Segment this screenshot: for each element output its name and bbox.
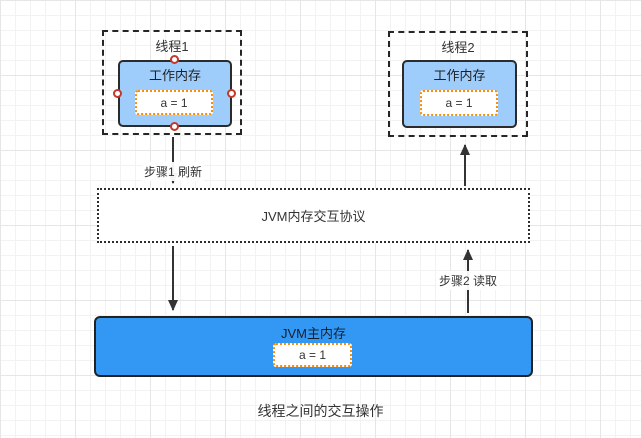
selection-handle-bottom[interactable]: [170, 122, 179, 131]
selection-handle-right[interactable]: [227, 89, 236, 98]
thread2-variable-box[interactable]: a = 1: [420, 90, 498, 116]
thread1-variable-value: a = 1: [160, 95, 188, 110]
diagram-caption: 线程之间的交互操作: [257, 403, 384, 419]
selection-handle-top[interactable]: [170, 55, 179, 64]
step2-arrow-label: 步骤2 读取: [437, 271, 500, 290]
jvm-main-memory-label: JVM主内存: [280, 326, 346, 341]
thread2-working-memory-label: 工作内存: [433, 68, 486, 83]
step1-arrow-label: 步骤1 刷新: [142, 162, 205, 181]
main-memory-variable-value: a = 1: [298, 348, 327, 362]
thread1-working-memory-label: 工作内存: [148, 68, 201, 83]
thread2-label: 线程2: [441, 40, 475, 55]
jvm-protocol-label: JVM内存交互协议: [261, 209, 366, 224]
selection-handle-left[interactable]: [113, 89, 122, 98]
thread2-group[interactable]: 线程2: [388, 31, 528, 137]
thread1-variable-box[interactable]: a = 1: [135, 90, 213, 115]
thread1-label: 线程1: [155, 39, 189, 54]
main-memory-variable-box[interactable]: a = 1: [273, 343, 352, 367]
thread1-group[interactable]: 线程1: [102, 30, 242, 135]
jvm-protocol-box[interactable]: JVM内存交互协议: [97, 188, 530, 243]
thread2-variable-value: a = 1: [445, 96, 473, 110]
